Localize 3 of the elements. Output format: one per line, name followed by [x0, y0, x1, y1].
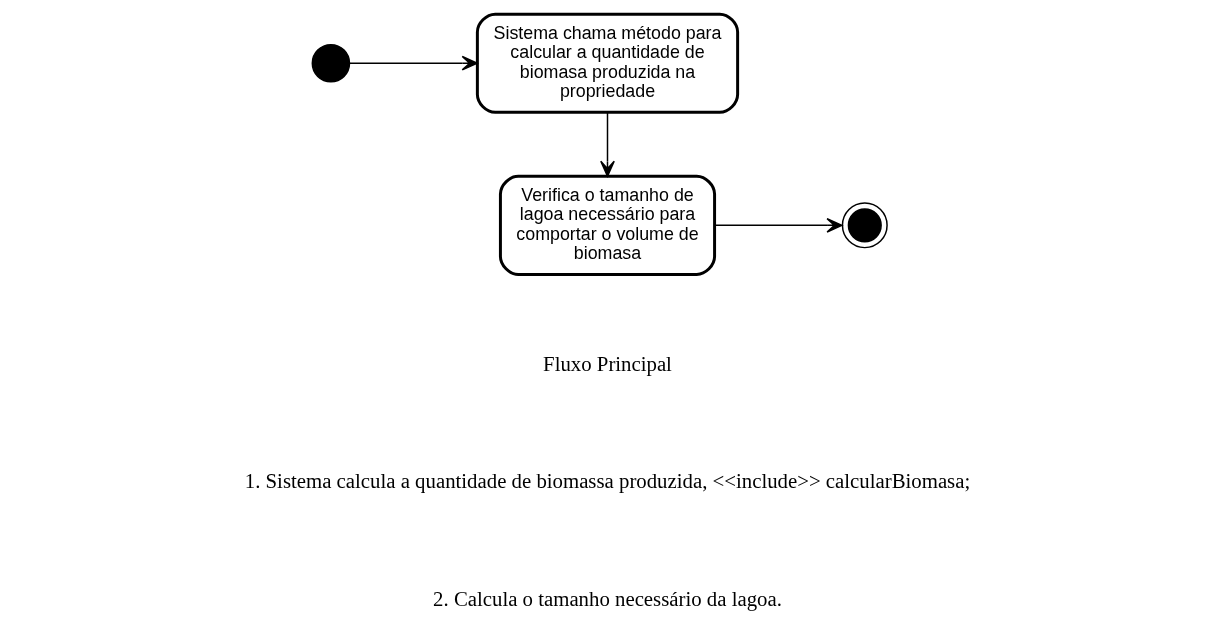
label: 1. Sistema calcula a quantidade de biomassa produzida, <<include>> calcularBiomasa;: [244, 469, 970, 494]
label: Fluxo Principal: [542, 351, 672, 376]
label: 2. Calcula o tamanho necessário da lagoa.: [432, 586, 782, 611]
